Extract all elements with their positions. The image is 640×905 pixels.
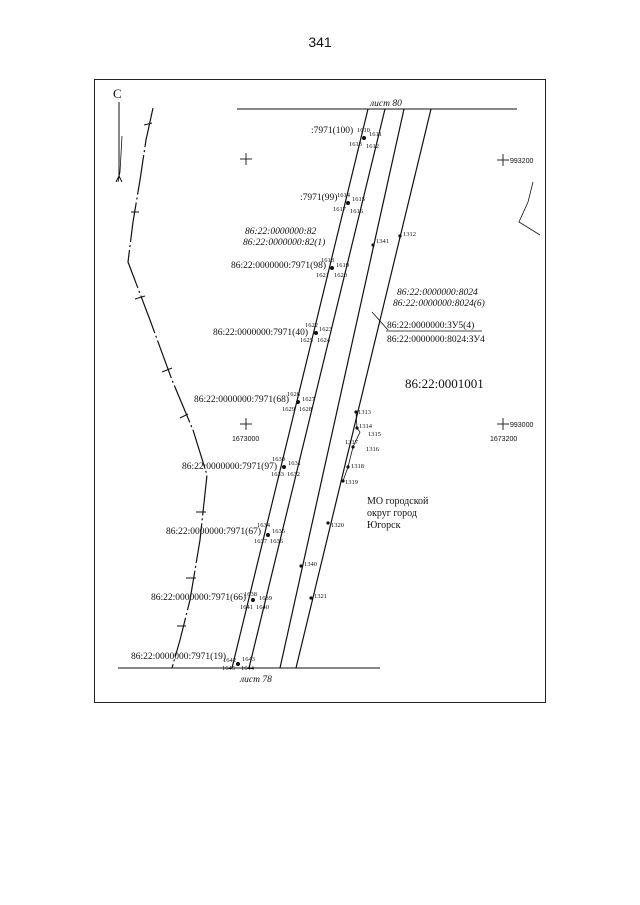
point-1626: 1626 (287, 391, 301, 398)
municipality-line-1: МО городской (367, 496, 429, 507)
north-arrow-icon (115, 102, 123, 183)
point-1315: 1315 (368, 431, 381, 438)
point-1620: 1620 (334, 272, 347, 279)
map-frame (94, 79, 546, 703)
point-1610: 1610 (357, 127, 370, 134)
municipality-line-2: округ город (367, 508, 417, 519)
point-1638: 1638 (244, 591, 257, 598)
point-1614: 1614 (337, 192, 351, 199)
point-1636: 1636 (270, 538, 284, 545)
parcel-label-97: 86:22:0000000:7971(97) (182, 461, 277, 472)
point-numbers: 1610 1611 1613 1612 1614 1615 1617 1616 … (222, 127, 416, 672)
point-1612: 1612 (366, 143, 379, 150)
point-1640: 1640 (256, 604, 269, 611)
parcel-label-19: 86:22:0000000:7971(19) (131, 651, 226, 662)
parcel-label-68: 86:22:0000000:7971(68) (194, 394, 289, 405)
point-1314: 1314 (359, 423, 373, 430)
zone-label-zu4: 86:22:0000000:8024:ЗУ4 (387, 335, 485, 345)
boundary-right (518, 181, 541, 236)
point-1639: 1639 (259, 595, 272, 602)
sheet-top-label: лист 80 (369, 99, 402, 109)
point-1635: 1635 (272, 528, 285, 535)
boundary-ticks (131, 122, 206, 627)
boundary-left (127, 107, 208, 669)
point-1632: 1632 (287, 471, 300, 478)
point-1637: 1637 (254, 538, 268, 545)
aux-line (117, 135, 123, 183)
parcel-label-67: 86:22:0000000:7971(67) (166, 526, 261, 537)
point-1613: 1613 (349, 141, 362, 148)
point-1622: 1622 (305, 322, 318, 329)
grid-crosses (240, 153, 509, 430)
parcel-label-82: 86:22:0000000:82 (245, 227, 316, 237)
parcel-label-99: :7971(99) (300, 192, 337, 203)
corridor-lines (231, 108, 432, 669)
point-1312: 1312 (403, 231, 416, 238)
zone-label-zu5: 86:22:0000000:ЗУ5(4) (387, 320, 474, 331)
point-1615: 1615 (352, 196, 365, 203)
page-number: 341 (308, 34, 332, 50)
point-1627: 1627 (302, 396, 316, 403)
point-1320: 1320 (331, 522, 344, 529)
point-1313: 1313 (358, 409, 371, 416)
parcel-label-100: :7971(100) (311, 125, 353, 136)
municipality-line-3: Югорск (367, 520, 401, 531)
point-1317: 1317 (345, 439, 359, 446)
point-1316: 1316 (366, 446, 380, 453)
parcel-label-82-1: 86:22:0000000:82(1) (243, 237, 325, 248)
north-label: С (113, 86, 122, 101)
point-1625: 1625 (300, 337, 313, 344)
zone-pointer (371, 311, 389, 331)
point-1628: 1628 (299, 406, 312, 413)
point-1644: 1644 (241, 665, 255, 672)
point-1631: 1631 (288, 460, 301, 467)
point-1619: 1619 (336, 262, 349, 269)
point-1629: 1629 (282, 406, 295, 413)
point-1621: 1621 (316, 272, 329, 279)
coord-1673200: 1673200 (490, 436, 517, 443)
point-1340: 1340 (304, 561, 317, 568)
point-1616: 1616 (350, 208, 364, 215)
point-1618: 1618 (321, 257, 334, 264)
point-1634: 1634 (257, 522, 271, 529)
point-1624: 1624 (317, 337, 331, 344)
coord-1673000: 1673000 (232, 436, 259, 443)
parcel-label-98: 86:22:0000000:7971(98) (231, 260, 326, 271)
coord-993000: 993000 (510, 422, 533, 429)
point-1319: 1319 (345, 479, 358, 486)
block-label: 86:22:0001001 (405, 376, 484, 391)
point-1617: 1617 (333, 206, 347, 213)
point-1630: 1630 (272, 456, 285, 463)
point-1611: 1611 (369, 131, 382, 138)
point-link (342, 411, 361, 482)
point-1642: 1642 (223, 657, 236, 664)
point-1321: 1321 (314, 593, 327, 600)
parcel-label-40: 86:22:0000000:7971(40) (213, 327, 308, 338)
point-1341: 1341 (376, 238, 389, 245)
point-1318: 1318 (351, 463, 364, 470)
parcel-label-8024: 86:22:0000000:8024 (397, 288, 478, 298)
parcel-label-66: 86:22:0000000:7971(66) (151, 592, 246, 603)
point-1633: 1633 (271, 471, 284, 478)
point-1645: 1645 (222, 665, 235, 672)
coord-993200: 993200 (510, 158, 533, 165)
point-1641: 1641 (240, 604, 253, 611)
point-1643: 1643 (242, 656, 255, 663)
sheet-bottom-label: лист 78 (239, 675, 272, 685)
parcel-label-8024-6: 86:22:0000000:8024(6) (393, 298, 485, 309)
point-1623: 1623 (319, 326, 332, 333)
